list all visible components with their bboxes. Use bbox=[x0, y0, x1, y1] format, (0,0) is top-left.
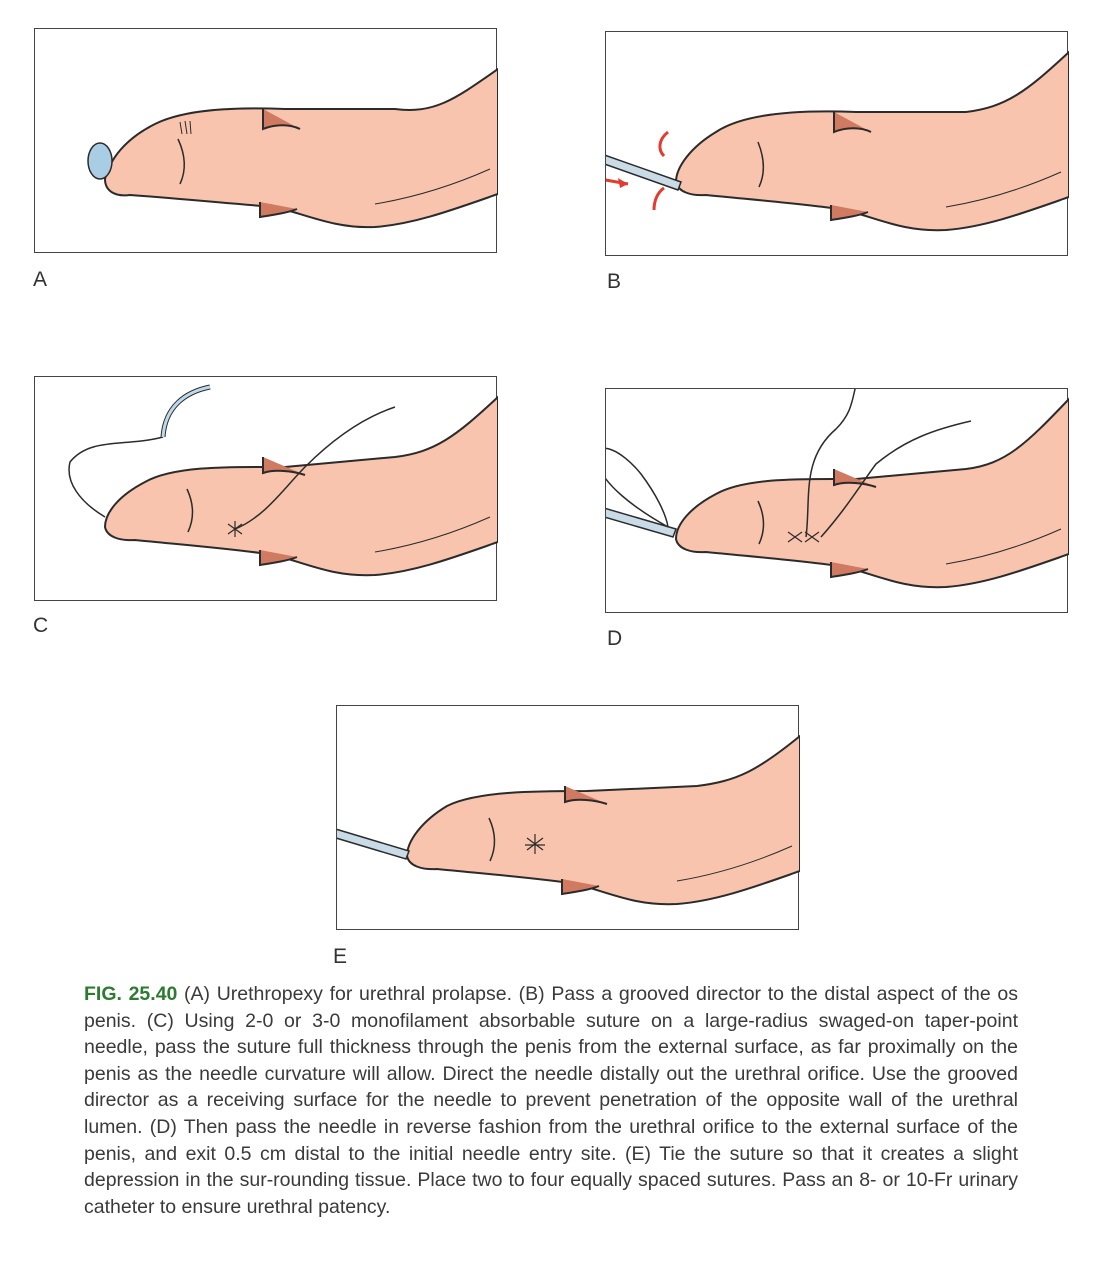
caption-text: (A) Urethropexy for urethral prolapse. (… bbox=[84, 983, 1019, 1218]
panel-c bbox=[34, 376, 498, 601]
panel-d-label: D bbox=[607, 627, 623, 650]
panel-e bbox=[336, 705, 800, 930]
panel-e-illustration bbox=[337, 734, 800, 906]
panel-b bbox=[605, 31, 1069, 256]
suture-needle bbox=[161, 385, 211, 438]
panel-e-label: E bbox=[333, 945, 348, 968]
grooved-director bbox=[606, 154, 682, 191]
panel-b-label: B bbox=[607, 270, 622, 293]
panel-d-illustration bbox=[606, 389, 1069, 589]
panel-a-label: A bbox=[33, 268, 48, 291]
figure-number: FIG. 25.40 bbox=[84, 983, 178, 1005]
panel-c-illustration bbox=[68, 384, 498, 577]
figure-caption: FIG. 25.40 (A) Urethropexy for urethral … bbox=[84, 981, 1018, 1220]
panel-a-illustration bbox=[87, 67, 498, 229]
panel-b-illustration bbox=[606, 50, 1069, 232]
tied-suture bbox=[525, 834, 545, 854]
panel-d bbox=[605, 388, 1069, 613]
prolapse-tissue bbox=[87, 142, 113, 180]
panel-c-label: C bbox=[33, 614, 49, 637]
panel-a bbox=[34, 28, 498, 253]
